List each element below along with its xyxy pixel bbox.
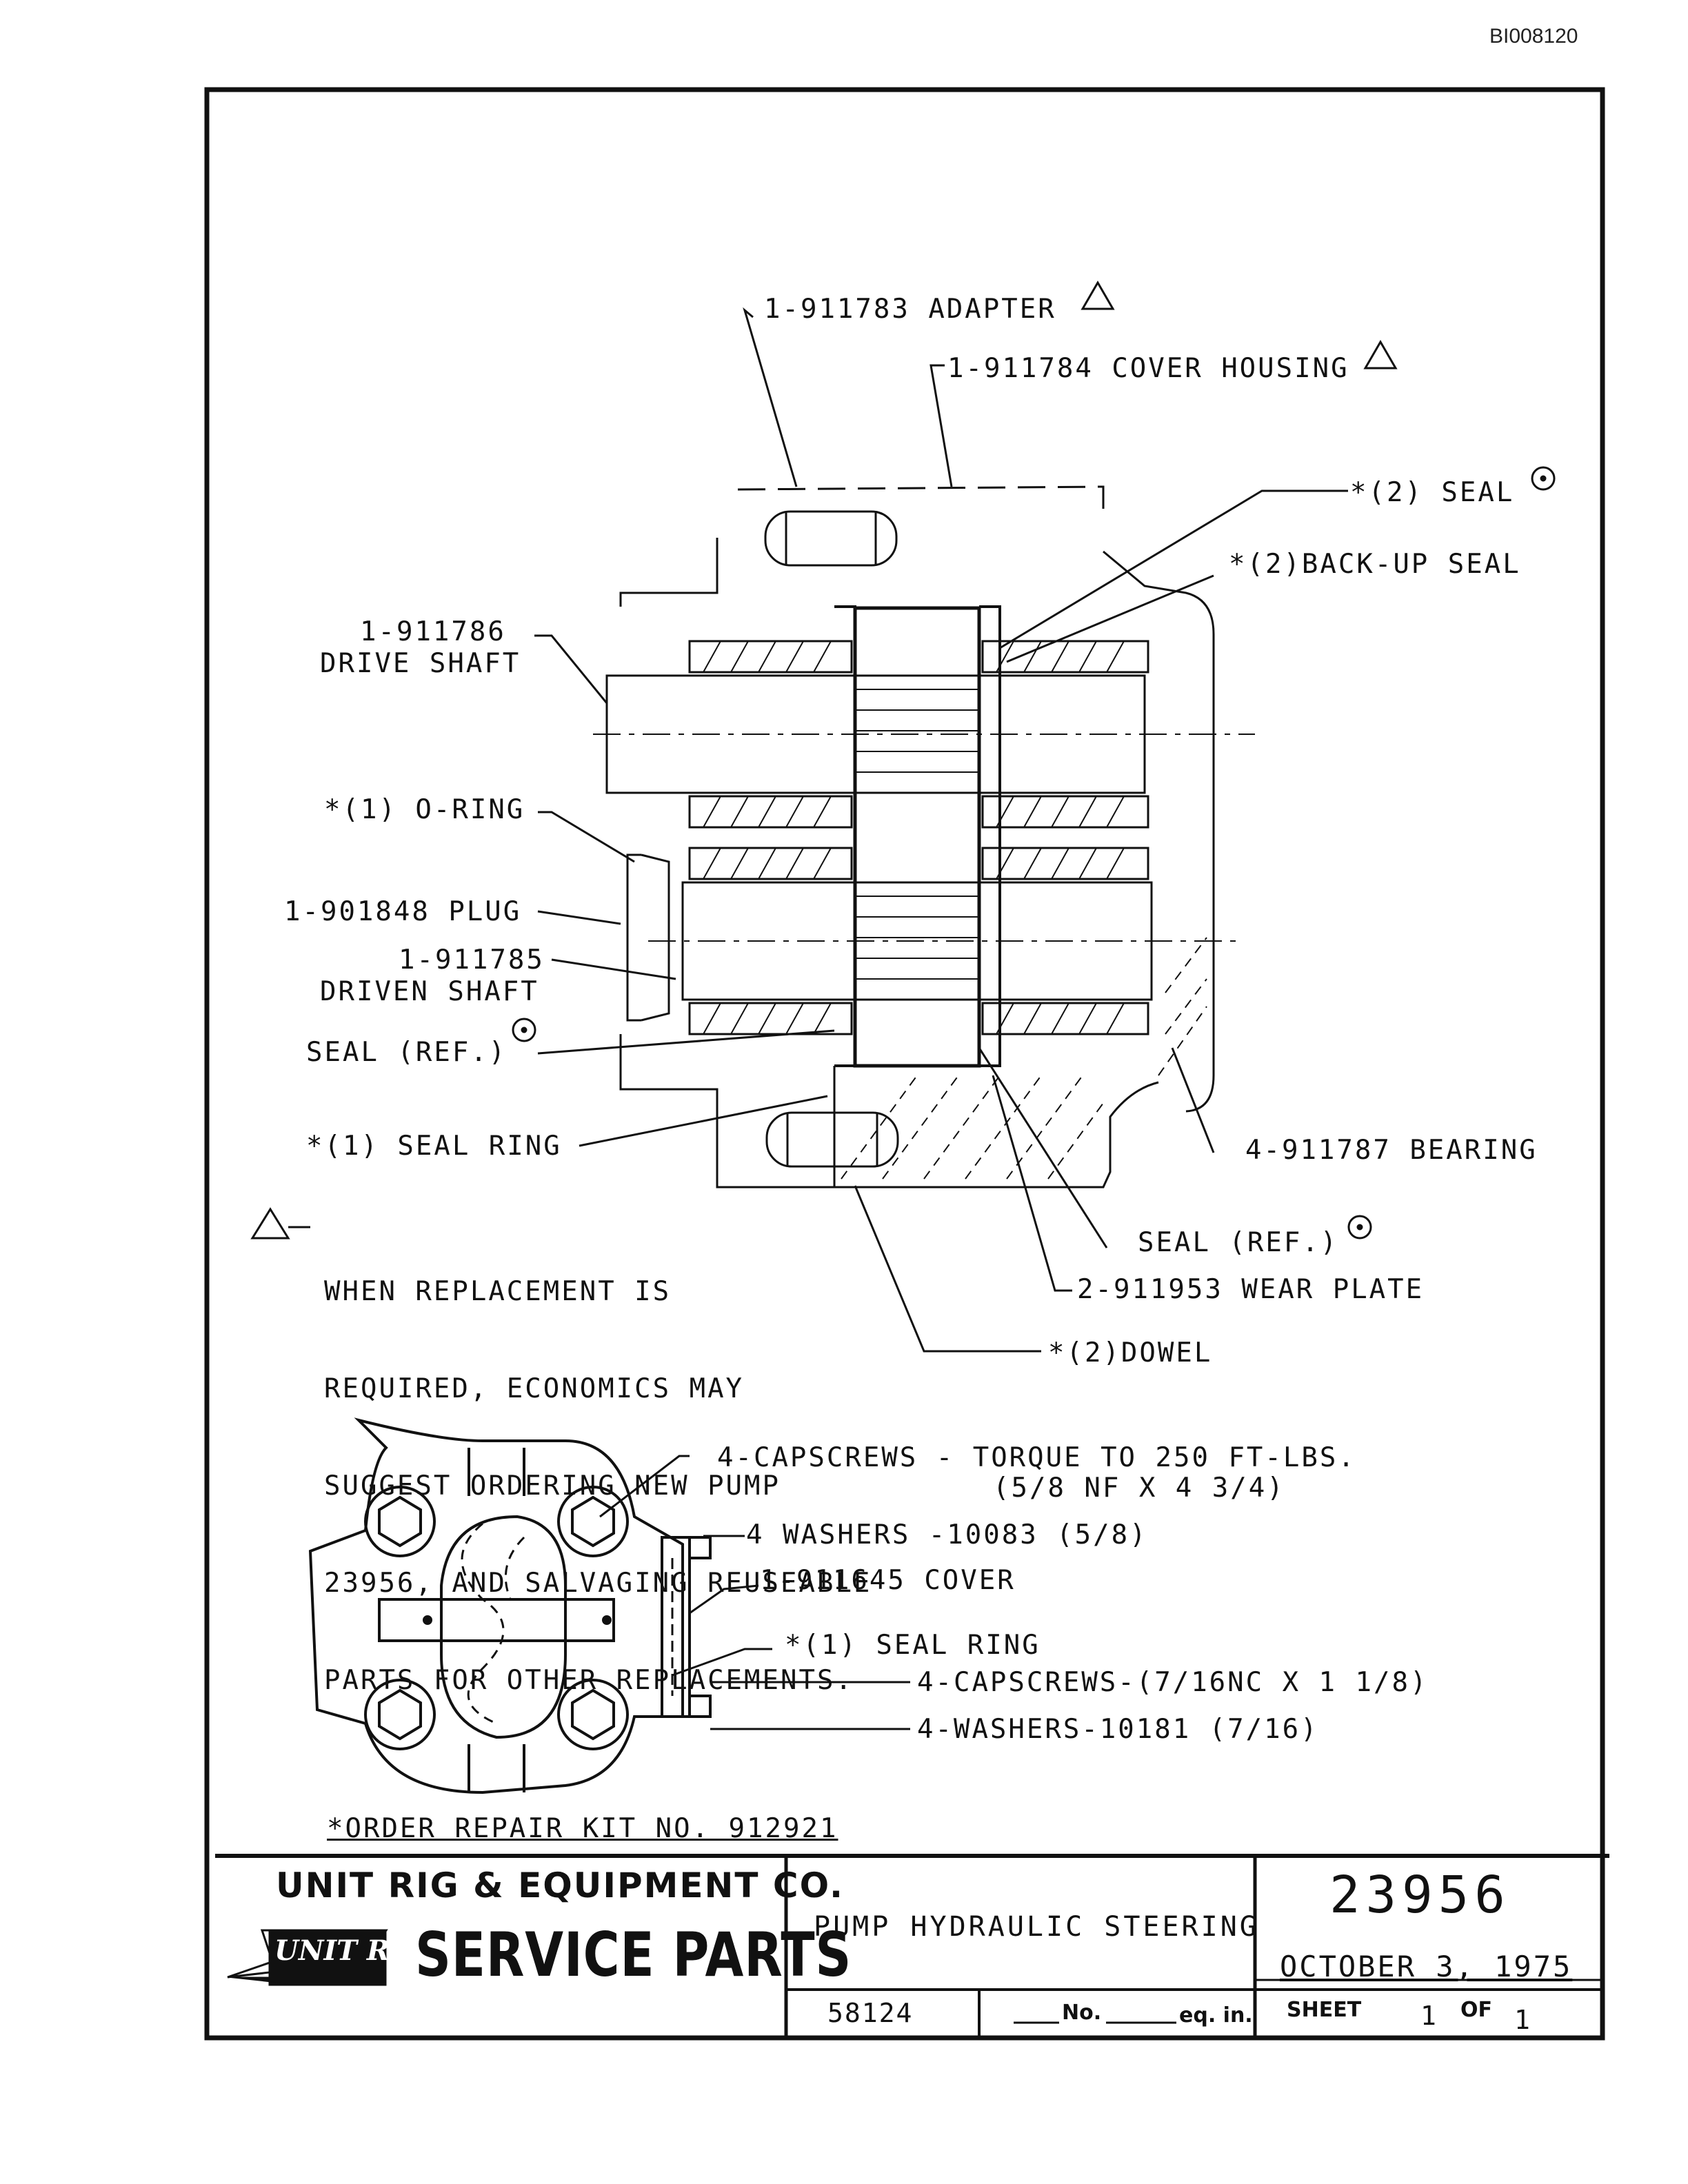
callout-dowel: *(2)DOWEL	[1048, 1337, 1213, 1368]
revision-symbols	[250, 281, 1556, 1240]
circle-dot-icon	[512, 1018, 536, 1042]
unit-rig-logo	[227, 1929, 388, 1986]
callout-washers-10083: 4 WASHERS -10083 (5/8)	[746, 1519, 1148, 1550]
callout-driven-shaft-number: 1-911785	[399, 944, 545, 975]
repair-kit-note: *ORDER REPAIR KIT NO. 912921	[327, 1813, 838, 1844]
circle-dot-icon	[1531, 466, 1556, 491]
issue-date: OCTOBER 3, 1975	[1280, 1950, 1573, 1983]
callout-cover: 1-911645 COVER	[760, 1565, 1016, 1596]
pump-end-view	[308, 1417, 910, 1794]
no-label: No.	[1062, 2001, 1102, 2025]
callout-cover-housing: 1-911784 COVER HOUSING	[947, 353, 1349, 384]
callout-seal-ring-lower: *(1) SEAL RING	[785, 1630, 1041, 1661]
callout-wear-plate: 2-911953 WEAR PLATE	[1077, 1274, 1425, 1305]
part-title: PUMP HYDRAULIC STEERING	[814, 1911, 1259, 1943]
triangle-icon	[250, 1207, 290, 1240]
callout-bearing: 4-911787 BEARING	[1245, 1135, 1538, 1166]
drawing-border	[204, 87, 1605, 2041]
note-line-3: SUGGEST ORDERING NEW PUMP	[324, 1470, 781, 1502]
company-name: UNIT RIG & EQUIPMENT CO.	[276, 1866, 845, 1905]
callout-backup-seal: *(2)BACK-UP SEAL	[1229, 549, 1521, 580]
pump-cross-section	[593, 485, 1255, 1189]
callout-capscrews-small: 4-CAPSCREWS-(7/16NC X 1 1/8)	[917, 1667, 1429, 1698]
replacement-note: WHEN REPLACEMENT IS REQUIRED, ECONOMICS …	[324, 1211, 872, 1729]
note-line-4: 23956, AND SALVAGING REUSEABLE	[324, 1568, 872, 1599]
sheet-total: 1	[1514, 2005, 1531, 2035]
sheet-label: SHEET	[1287, 1998, 1362, 2022]
of-label: OF	[1460, 1998, 1492, 2022]
callout-capscrews-torque: 4-CAPSCREWS - TORQUE TO 250 FT-LBS.	[717, 1442, 1356, 1473]
leader-lines	[534, 307, 1348, 1353]
callout-plug: 1-901848 PLUG	[284, 896, 522, 927]
document-id: BI008120	[1489, 25, 1578, 48]
reference-number: 58124	[827, 1998, 914, 2028]
bolt-head	[571, 1495, 615, 1548]
callout-drive-shaft-name: DRIVE SHAFT	[320, 648, 521, 679]
bolt-head	[378, 1495, 422, 1548]
triangle-icon	[1363, 340, 1398, 370]
upper-dowel	[764, 510, 898, 567]
bolt-head	[378, 1688, 422, 1741]
callout-adapter: 1-911783 ADAPTER	[764, 294, 1056, 325]
callout-capscrews-size: (5/8 NF X 4 3/4)	[993, 1473, 1285, 1504]
callout-drive-shaft-number: 1-911786	[360, 616, 506, 647]
callout-o-ring: *(1) O-RING	[324, 794, 525, 825]
sheet-number: 1	[1420, 2001, 1438, 2031]
callout-seal-ring-1: *(1) SEAL RING	[306, 1131, 562, 1162]
note-line-2: REQUIRED, ECONOMICS MAY	[324, 1373, 745, 1404]
gear-block	[853, 606, 981, 1068]
callout-seal-ref-right: SEAL (REF.)	[1138, 1227, 1339, 1258]
logo-text: UNIT RIG	[274, 1934, 426, 1967]
circle-dot-icon	[1347, 1215, 1372, 1240]
triangle-icon	[1081, 281, 1115, 310]
callout-washers-10181: 4-WASHERS-10181 (7/16)	[917, 1714, 1319, 1745]
note-line-5: PARTS FOR OTHER REPLACEMENTS.	[324, 1665, 854, 1696]
lower-dowel	[765, 1111, 899, 1168]
callout-driven-shaft-name: DRIVEN SHAFT	[320, 976, 539, 1007]
callout-seal-ref-left: SEAL (REF.)	[306, 1037, 508, 1068]
part-number: 23956	[1329, 1866, 1511, 1925]
service-parts-heading: SERVICE PARTS	[415, 1919, 852, 1990]
bolt-head	[571, 1688, 615, 1741]
eq-label: eq. in.	[1179, 2003, 1253, 2028]
note-line-1: WHEN REPLACEMENT IS	[324, 1276, 672, 1307]
callout-seal-2: *(2) SEAL	[1350, 477, 1515, 508]
